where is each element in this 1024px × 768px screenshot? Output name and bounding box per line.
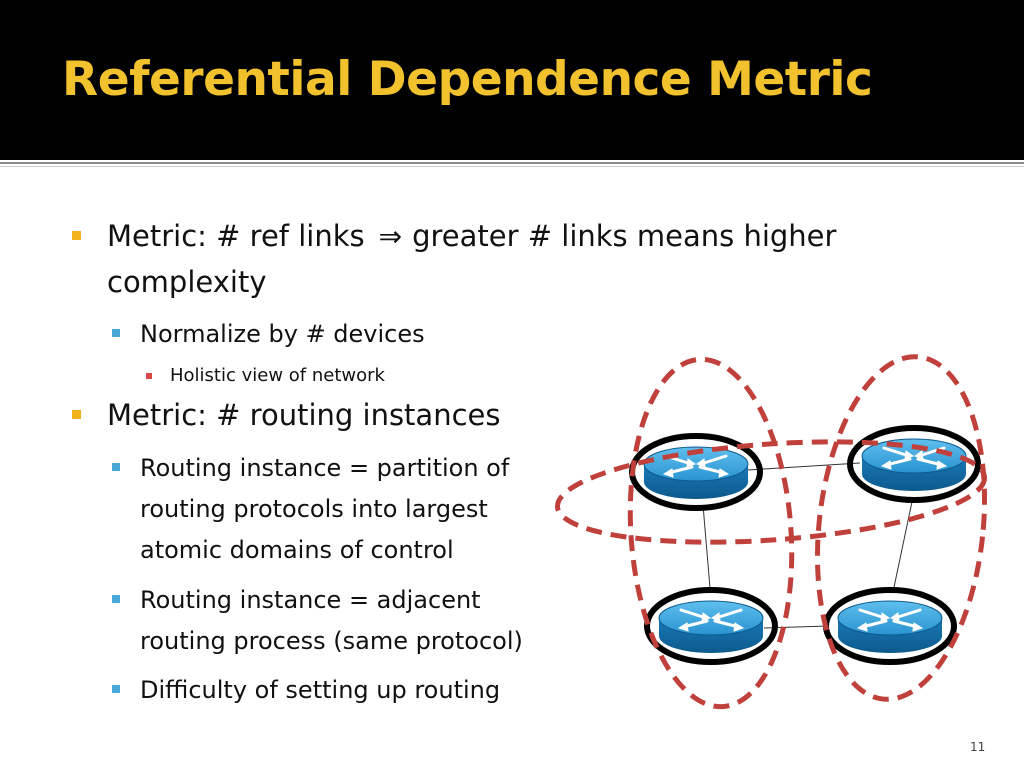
title-divider-thin [0, 166, 1024, 167]
routing-instance-left [627, 356, 795, 710]
router-icon [836, 599, 944, 655]
router-icon [642, 445, 750, 501]
sub-bullet-marker [112, 595, 120, 603]
bullet-ref-links-trail: greater # links means higher [412, 219, 837, 253]
link-left [702, 504, 711, 589]
sub-bullet-marker [112, 329, 120, 337]
sub-bullet-normalize: Normalize by # devices [140, 320, 425, 348]
router-top-right [847, 425, 981, 503]
sub-bullet-difficulty: Difficulty of setting up routing [140, 676, 501, 704]
bullet-ref-links: Metric: # ref links ⇒ greater # links mean… [107, 214, 836, 259]
link-top [747, 462, 861, 471]
sub-bullet-partition-l2: routing protocols into largest [140, 495, 488, 523]
slide-title: Referential Dependence Metric [62, 52, 873, 107]
sub-bullet-adjacent-l2: routing process (same protocol) [140, 627, 523, 655]
sub-sub-bullet-holistic: Holistic view of network [170, 365, 385, 386]
bullet-marker [72, 410, 81, 419]
bullet-routing-instances: Metric: # routing instances [107, 398, 501, 432]
router-icon [657, 599, 765, 655]
page-number: 11 [970, 740, 986, 754]
sub-sub-bullet-marker [146, 373, 152, 379]
link-right [892, 496, 914, 593]
network-links [702, 462, 914, 629]
title-bar [0, 0, 1024, 160]
bullet-marker [72, 231, 81, 240]
router-bottom-right [823, 587, 957, 665]
routing-instance-top [554, 439, 988, 545]
title-divider [0, 162, 1024, 164]
sub-bullet-partition-l1: Routing instance = partition of [140, 454, 510, 482]
bullet-ref-links-lead: Metric: # ref links [107, 219, 365, 253]
sub-bullet-adjacent-l1: Routing instance = adjacent [140, 586, 481, 614]
routing-instance-right [814, 354, 988, 702]
sub-bullet-marker [112, 463, 120, 471]
router-bottom-left [644, 587, 778, 665]
bullet-ref-links-cont: complexity [107, 265, 267, 299]
sub-bullet-marker [112, 685, 120, 693]
implies-arrow-icon: ⇒ [378, 220, 403, 253]
sub-bullet-partition-l3: atomic domains of control [140, 536, 454, 564]
